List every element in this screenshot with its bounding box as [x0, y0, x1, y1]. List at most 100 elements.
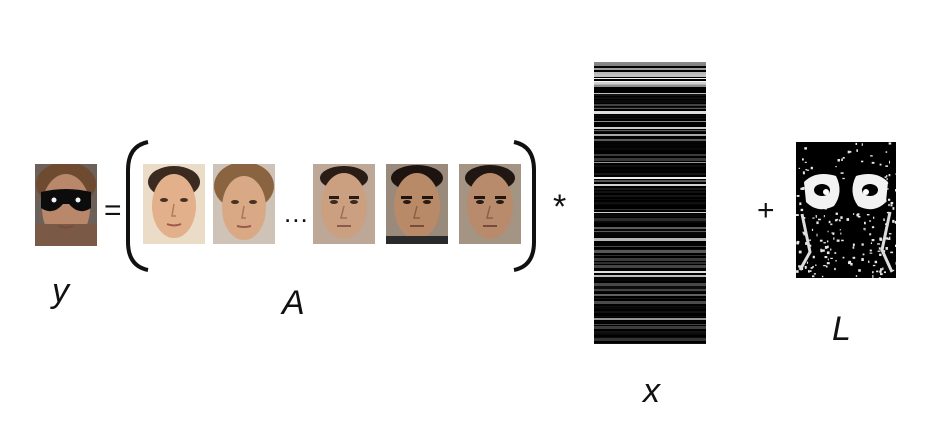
error-speckle — [835, 212, 838, 215]
error-speckle — [832, 232, 835, 235]
coefficient-stripe — [594, 104, 706, 106]
error-speckle — [796, 241, 799, 245]
error-speckle — [886, 188, 889, 190]
plus-sign: + — [757, 194, 775, 227]
error-speckle — [853, 213, 855, 215]
error-speckle — [876, 270, 879, 273]
coefficient-stripe — [594, 286, 706, 288]
error-speckle — [868, 260, 870, 263]
error-speckle — [812, 255, 815, 259]
error-speckle — [890, 202, 892, 206]
error-speckle — [811, 228, 814, 231]
error-speckle — [834, 219, 838, 222]
error-speckle — [815, 215, 817, 217]
error-speckle — [805, 242, 809, 245]
error-speckle — [874, 260, 878, 264]
coefficient-stripe — [594, 229, 706, 231]
coefficient-stripe — [594, 269, 706, 271]
coefficient-stripe — [594, 154, 706, 156]
error-speckle — [830, 257, 833, 260]
error-speckle — [888, 203, 890, 207]
error-speckle — [838, 220, 841, 222]
error-speckle — [847, 150, 850, 154]
coefficient-stripe — [594, 277, 706, 280]
error-speckle — [861, 160, 864, 163]
error-speckle — [841, 158, 843, 161]
coefficient-stripe — [594, 107, 706, 108]
error-speckle — [804, 161, 807, 164]
error-speckle — [886, 211, 889, 214]
error-speckle — [830, 223, 833, 226]
coefficient-stripe — [594, 326, 706, 329]
error-speckle — [885, 151, 888, 153]
error-speckle — [888, 198, 891, 201]
coefficient-stripe — [594, 145, 706, 148]
coefficient-stripe — [594, 301, 706, 304]
error-speckle — [813, 273, 817, 275]
error-speckle — [828, 220, 831, 224]
error-speckle — [880, 273, 883, 276]
coefficient-stripe — [594, 202, 706, 204]
error-speckle — [842, 177, 845, 180]
error-speckle — [892, 269, 895, 272]
error-speckle — [810, 166, 813, 170]
coefficient-stripe — [594, 162, 706, 163]
error-speckle — [852, 246, 855, 249]
error-speckle — [879, 238, 883, 241]
error-speckle — [842, 256, 845, 259]
coefficient-stripe — [594, 322, 706, 323]
error-speckle — [872, 271, 874, 274]
coefficient-stripe — [594, 337, 706, 338]
error-speckle — [878, 247, 881, 250]
coefficient-stripe — [594, 121, 706, 122]
error-speckle — [804, 217, 806, 219]
error-speckle — [840, 172, 844, 174]
coefficient-stripe — [594, 100, 706, 103]
error-speckle — [835, 260, 837, 262]
occluded-face-image — [35, 164, 97, 246]
error-speckle — [812, 217, 815, 219]
coefficient-stripe — [594, 289, 706, 291]
error-speckle — [852, 243, 855, 247]
coefficient-stripe — [594, 331, 706, 333]
error-speckle — [879, 163, 882, 166]
coefficient-stripe — [594, 232, 706, 234]
coefficient-stripe — [594, 280, 706, 281]
coefficient-stripe — [594, 318, 706, 320]
coefficient-stripe — [594, 292, 706, 294]
coefficient-stripe — [594, 158, 706, 161]
error-speckle — [821, 249, 825, 252]
error-speckle — [877, 250, 881, 252]
error-speckle — [857, 215, 861, 218]
error-speckle — [883, 218, 885, 221]
error-speckle — [827, 230, 829, 233]
coefficient-stripe — [594, 148, 706, 150]
error-speckle — [800, 187, 804, 190]
error-speckle — [888, 174, 891, 177]
error-speckle — [835, 218, 838, 221]
error-speckle — [871, 161, 875, 164]
coefficient-stripe — [594, 238, 706, 241]
error-speckle — [796, 214, 799, 217]
error-speckle — [892, 207, 895, 210]
error-speckle — [892, 219, 895, 223]
error-speckle — [895, 261, 897, 265]
coefficient-stripe — [594, 85, 706, 87]
error-speckle — [819, 239, 823, 242]
error-speckle — [846, 218, 850, 221]
error-speckle — [802, 187, 805, 190]
error-speckle — [799, 202, 802, 206]
error-speckle — [823, 215, 825, 218]
error-speckle — [869, 233, 872, 236]
error-speckle — [816, 221, 819, 225]
error-speckle — [802, 232, 805, 235]
error-speckle — [815, 264, 817, 267]
error-speckle — [804, 266, 807, 268]
coefficient-stripe — [594, 108, 706, 109]
error-speckle — [858, 269, 861, 272]
coefficient-stripe — [594, 163, 706, 164]
coefficient-stripe — [594, 150, 706, 152]
dictionary-face-3 — [313, 164, 375, 244]
error-speckle — [823, 265, 826, 267]
error-speckle — [806, 261, 809, 264]
